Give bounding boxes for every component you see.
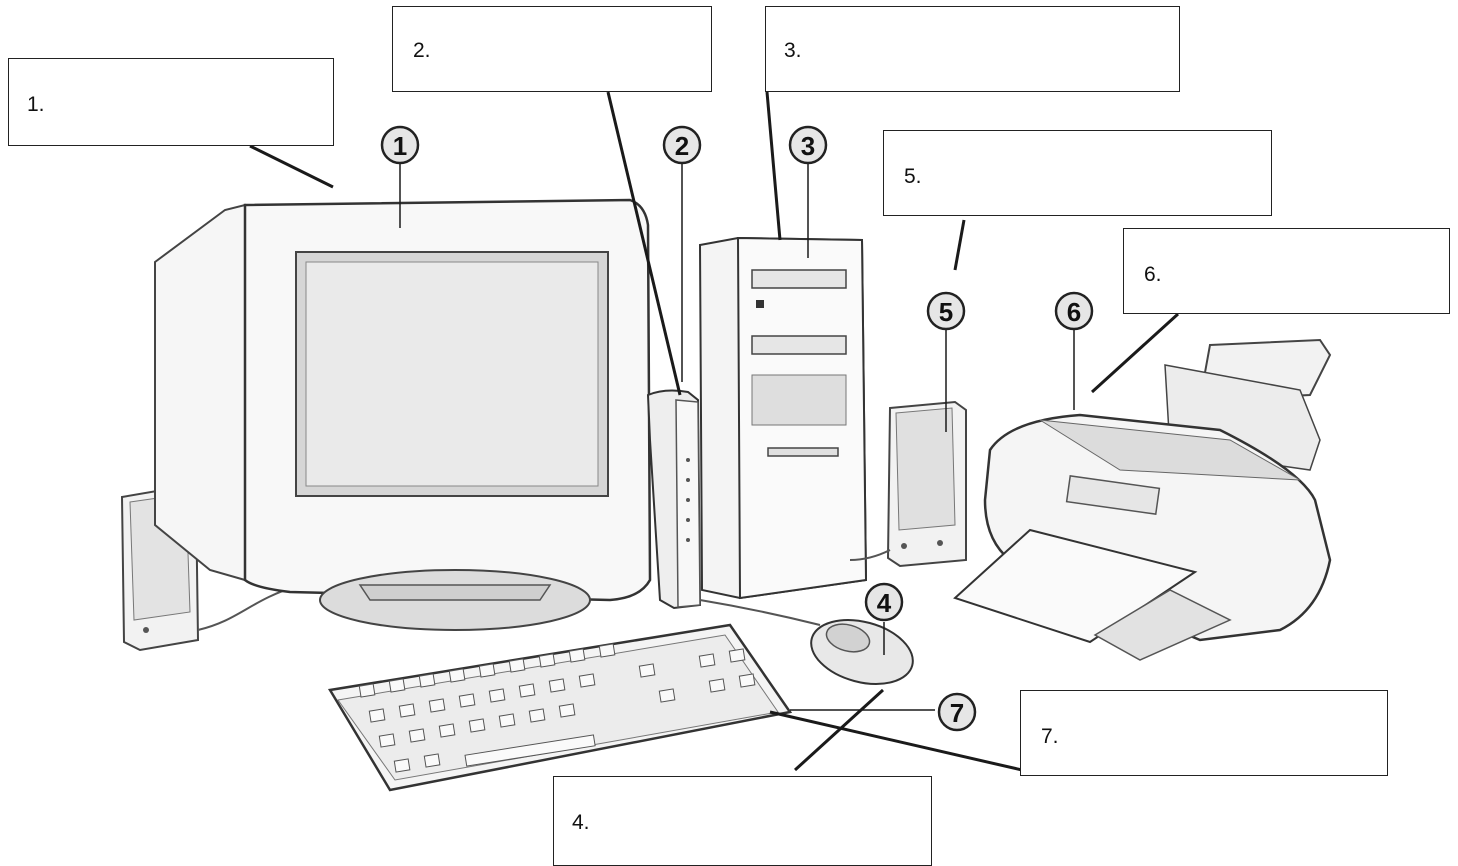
monitor <box>155 200 650 630</box>
badge-4: 4 <box>866 584 902 620</box>
leader-line-7 <box>770 712 1022 770</box>
label-box-6-number: 6. <box>1144 263 1162 287</box>
label-box-1-number: 1. <box>27 93 45 117</box>
leader-line-3 <box>767 92 780 240</box>
leader-line-4 <box>795 690 883 770</box>
badge-3: 3 <box>790 127 826 163</box>
label-box-3-number: 3. <box>784 39 802 63</box>
badge-5: 5 <box>928 293 964 329</box>
modem <box>648 391 700 608</box>
badge-1: 1 <box>382 127 418 163</box>
label-box-4[interactable]: 4. <box>553 776 932 866</box>
label-box-7[interactable]: 7. <box>1020 690 1388 776</box>
badge-2: 2 <box>664 127 700 163</box>
label-box-5-number: 5. <box>904 165 922 189</box>
label-box-4-number: 4. <box>572 811 590 835</box>
leader-line-6 <box>1092 314 1178 392</box>
leader-line-1 <box>250 146 333 187</box>
leader-line-5 <box>955 220 964 270</box>
label-box-7-number: 7. <box>1041 725 1059 749</box>
badge-4-text: 4 <box>877 588 892 618</box>
badge-7-text: 7 <box>950 698 964 728</box>
label-box-6[interactable]: 6. <box>1123 228 1450 314</box>
printer <box>955 340 1330 660</box>
label-box-1[interactable]: 1. <box>8 58 334 146</box>
system-unit-tower <box>700 238 866 598</box>
label-box-5[interactable]: 5. <box>883 130 1272 216</box>
label-box-3[interactable]: 3. <box>765 6 1180 92</box>
badge-3-text: 3 <box>801 131 815 161</box>
label-box-2[interactable]: 2. <box>392 6 712 92</box>
keyboard <box>330 625 790 790</box>
badge-6: 6 <box>1056 293 1092 329</box>
badge-6-text: 6 <box>1067 297 1081 327</box>
badge-2-text: 2 <box>675 131 689 161</box>
label-box-2-number: 2. <box>413 39 431 63</box>
badge-7: 7 <box>939 694 975 730</box>
right-speaker <box>850 402 966 566</box>
badge-5-text: 5 <box>939 297 953 327</box>
badge-1-text: 1 <box>393 131 407 161</box>
